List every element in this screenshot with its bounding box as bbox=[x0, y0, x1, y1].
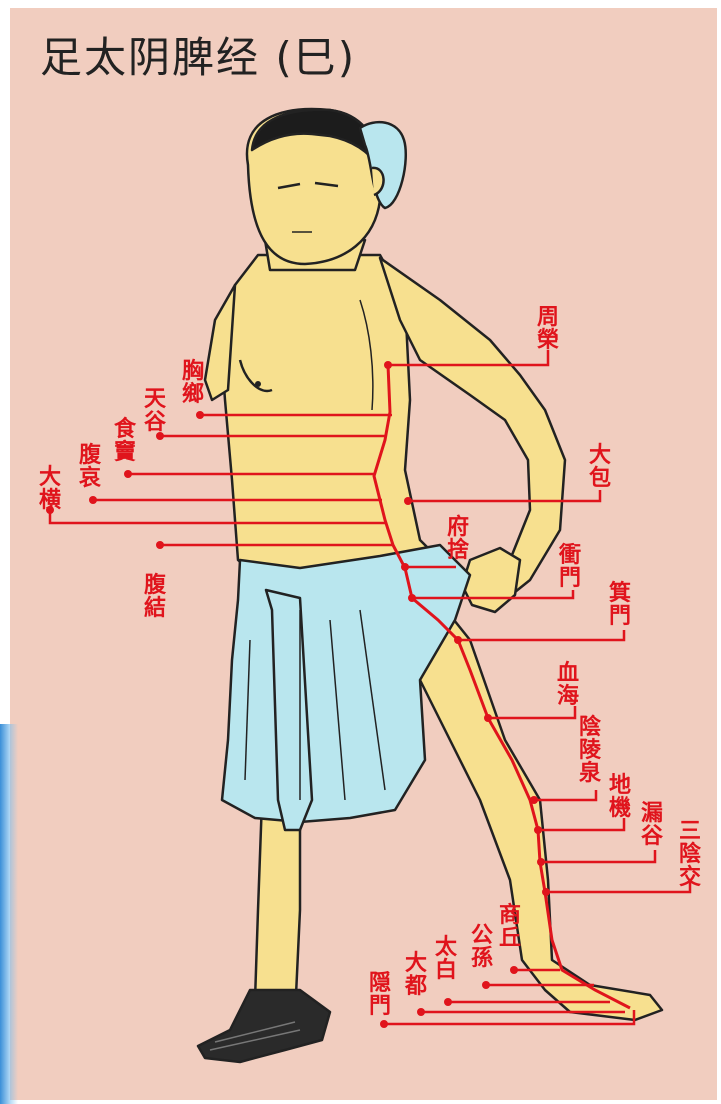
acupoint-dot-lou-gu bbox=[537, 858, 545, 866]
point-label-zhou-rong: 周榮 bbox=[537, 304, 559, 353]
hand bbox=[462, 548, 520, 612]
acupoint-dot-shang-qiu bbox=[510, 966, 518, 974]
shoe bbox=[198, 990, 330, 1062]
acupoint-dot-zhou-rong bbox=[384, 361, 392, 369]
acupoint-dot-chong-men bbox=[408, 594, 416, 602]
point-label-yin-bai: 隠門 bbox=[369, 970, 391, 1019]
acupoint-dot-san-yin-jiao bbox=[542, 888, 550, 896]
acupoint-dot-fu-ai bbox=[89, 496, 97, 504]
point-label-ji-men: 箕門 bbox=[609, 580, 631, 629]
point-label-shang-qiu: 商丘 bbox=[499, 902, 521, 951]
point-label-chong-men: 衝門 bbox=[558, 542, 581, 591]
acupoint-dot-fu-jie bbox=[156, 541, 164, 549]
acupoint-dot-da-bao bbox=[404, 497, 412, 505]
point-label-tian-xi: 天谷 bbox=[144, 386, 167, 435]
acupoint-dot-tai-bai bbox=[444, 998, 452, 1006]
point-label-lou-gu: 漏谷 bbox=[641, 800, 664, 849]
point-label-xue-hai: 血海 bbox=[557, 660, 579, 709]
acupoint-dot-fu-she bbox=[401, 563, 409, 571]
point-label-da-heng: 大横 bbox=[39, 464, 61, 513]
leader-da-bao bbox=[408, 490, 600, 501]
point-label-da-bao: 大包 bbox=[589, 442, 611, 491]
acupoint-dot-xue-hai bbox=[484, 714, 492, 722]
point-label-da-du: 大都 bbox=[404, 950, 427, 999]
point-label-gong-sun: 公孫 bbox=[471, 922, 493, 971]
figure-body bbox=[198, 109, 662, 1062]
acupoint-dot-shi-dou bbox=[124, 470, 132, 478]
leader-ji-men bbox=[458, 630, 624, 640]
point-label-xiong-xiang: 胸鄉 bbox=[182, 358, 204, 407]
acupoint-dot-yin-ling-quan bbox=[530, 796, 538, 804]
point-label-shi-dou: 食竇 bbox=[114, 416, 137, 465]
point-label-di-ji: 地機 bbox=[609, 772, 631, 821]
leader-lou-gu bbox=[541, 850, 655, 862]
acupoint-dot-da-du bbox=[417, 1008, 425, 1016]
point-label-fu-ai: 腹哀 bbox=[79, 442, 102, 491]
point-label-fu-she: 府捨 bbox=[447, 514, 470, 563]
point-label-san-yin-jiao: 三陰交 bbox=[679, 818, 702, 890]
acupoint-dot-xiong-xiang bbox=[196, 411, 204, 419]
leader-yin-ling-quan bbox=[534, 790, 596, 800]
acupoint-dot-gong-sun bbox=[482, 981, 490, 989]
acupoint-dot-ji-men bbox=[454, 636, 462, 644]
acupoint-dot-yin-bai bbox=[380, 1020, 388, 1028]
leader-san-yin-jiao bbox=[546, 882, 690, 892]
point-label-yin-ling-quan: 陰陵泉 bbox=[579, 714, 602, 786]
point-label-tai-bai: 太白 bbox=[435, 934, 458, 983]
acupoint-dot-di-ji bbox=[534, 826, 542, 834]
point-label-fu-jie: 腹結 bbox=[144, 572, 167, 621]
